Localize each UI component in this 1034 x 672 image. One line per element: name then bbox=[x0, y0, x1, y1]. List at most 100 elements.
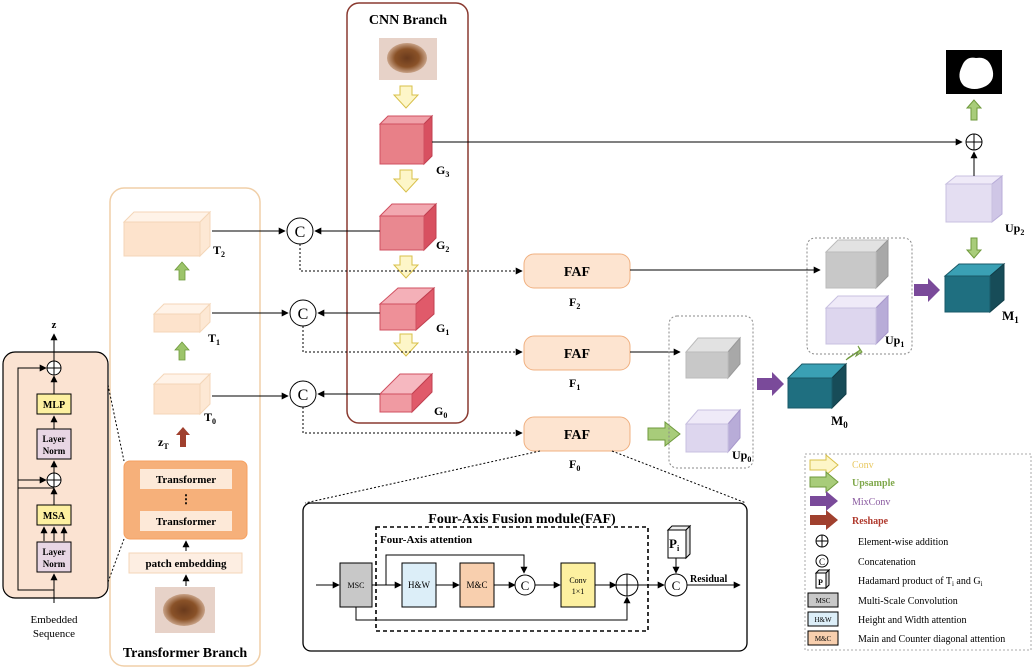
conv-arrow-icon bbox=[392, 255, 420, 279]
patch-embedding-label: patch embedding bbox=[146, 558, 227, 570]
legend-conv-icon bbox=[809, 453, 839, 477]
conv-label-1: Conv bbox=[569, 576, 586, 585]
svg-text:MSC: MSC bbox=[816, 597, 831, 605]
transformer-branch-frame bbox=[109, 187, 261, 667]
label-m0: M0 bbox=[831, 413, 848, 430]
four-axis-attention-box bbox=[375, 526, 649, 632]
legend-conv-label: Conv bbox=[852, 460, 874, 471]
pi-cube bbox=[666, 524, 692, 560]
transformer-branch-title: Transformer Branch bbox=[123, 646, 248, 661]
mixconv-arrow-icon bbox=[757, 372, 784, 396]
svg-text:C: C bbox=[819, 557, 825, 567]
cube-g2 bbox=[378, 202, 438, 252]
layer-norm-2b: Norm bbox=[43, 559, 66, 569]
upsample-arrow-icon bbox=[174, 341, 190, 361]
cube-g1 bbox=[378, 286, 436, 332]
four-axis-attention-label: Four-Axis attention bbox=[380, 534, 472, 546]
embedded-label-2: Sequence bbox=[33, 628, 75, 640]
legend-mc-label: Main and Counter diagonal attention bbox=[858, 634, 1005, 645]
legend-reshape-icon bbox=[810, 510, 838, 530]
cube-g0 bbox=[378, 372, 434, 414]
upsample-arrow-icon bbox=[965, 237, 983, 259]
mc-label: M&C bbox=[466, 580, 487, 590]
layer-norm-2a: Layer bbox=[43, 547, 66, 557]
cube-g3 bbox=[378, 114, 434, 166]
concat-node-2: C bbox=[286, 217, 314, 245]
upsample-arrow-icon bbox=[647, 420, 681, 448]
embedded-label-1: Embedded bbox=[30, 614, 78, 626]
legend-msc-label: Multi-Scale Convolution bbox=[858, 596, 958, 607]
svg-text:C: C bbox=[298, 306, 309, 323]
hw-label: H&W bbox=[408, 580, 431, 590]
label-t2: T2 bbox=[213, 243, 225, 259]
faf-block-1 bbox=[523, 335, 631, 371]
label-m1: M1 bbox=[1002, 308, 1019, 325]
layer-norm-block-2 bbox=[36, 541, 72, 573]
z-label: z bbox=[52, 319, 57, 331]
legend-concat-icon bbox=[815, 554, 829, 568]
faf-block-2 bbox=[523, 253, 631, 289]
label-t1: T1 bbox=[208, 331, 220, 347]
cnn-branch-frame bbox=[346, 2, 469, 424]
label-up0: Up0 bbox=[732, 448, 751, 464]
legend-hw-tag bbox=[807, 611, 839, 627]
faf-concat-node: C bbox=[514, 574, 536, 596]
faf-label-1: FAF bbox=[564, 347, 590, 362]
label-g0: G0 bbox=[434, 404, 447, 420]
cube-t2 bbox=[122, 210, 212, 258]
conv-arrow-icon bbox=[392, 85, 420, 109]
legend-msc-tag bbox=[807, 592, 839, 608]
svg-text:C: C bbox=[298, 387, 309, 404]
msc-label: MSC bbox=[348, 581, 365, 590]
label-zt: zT bbox=[158, 435, 169, 451]
cube-lavender-up2 bbox=[944, 174, 1004, 224]
mixconv-arrow-icon bbox=[914, 278, 940, 302]
transformer-block-top-label: Transformer bbox=[156, 474, 216, 486]
msa-label: MSA bbox=[43, 511, 66, 522]
cnn-branch-title: CNN Branch bbox=[369, 13, 447, 28]
label-up2: Up2 bbox=[1005, 221, 1024, 237]
legend-reshape-label: Reshape bbox=[852, 516, 889, 527]
cube-m0 bbox=[786, 362, 848, 410]
label-g1: G1 bbox=[436, 321, 449, 337]
transformer-block-bottom-label: Transformer bbox=[156, 516, 216, 528]
conv-arrow-icon bbox=[392, 333, 420, 357]
layer-norm-1a: Layer bbox=[43, 434, 66, 444]
up1-group bbox=[806, 237, 913, 355]
legend-pi-glyph: P bbox=[818, 578, 823, 587]
hw-block bbox=[401, 562, 437, 608]
label-up1: Up1 bbox=[885, 333, 904, 349]
svg-text:C: C bbox=[521, 578, 530, 593]
lesion-image bbox=[163, 594, 205, 626]
transformer-dots: ⋮ bbox=[180, 492, 192, 506]
faf-label-0: FAF bbox=[564, 428, 590, 443]
legend-mc-tag bbox=[807, 630, 839, 646]
cube-lavender-up1 bbox=[824, 294, 890, 346]
mc-block bbox=[459, 562, 495, 608]
conv-1x1-block bbox=[560, 562, 596, 608]
legend-panel bbox=[804, 453, 1032, 651]
concat-node-1: C bbox=[289, 299, 317, 327]
legend-pi-icon bbox=[814, 568, 831, 590]
cube-m1 bbox=[943, 262, 1006, 314]
conv-arrow-icon bbox=[392, 169, 420, 193]
upsample-arrow-icon bbox=[174, 261, 190, 281]
concat-node-0: C bbox=[289, 380, 317, 408]
svg-text:C: C bbox=[672, 578, 681, 593]
upsample-arrow-icon bbox=[965, 99, 983, 121]
upsample-arrow-icon bbox=[845, 345, 863, 361]
transformer-block-top bbox=[140, 469, 232, 489]
label-f1: F1 bbox=[569, 376, 580, 392]
label-f2: F2 bbox=[569, 295, 580, 311]
up0-group bbox=[668, 315, 754, 469]
legend-upsample-label: Upsample bbox=[852, 478, 895, 489]
faf-block-0 bbox=[523, 416, 631, 452]
layer-norm-1b: Norm bbox=[43, 446, 66, 456]
transformer-block-bottom bbox=[140, 511, 232, 531]
mlp-label: MLP bbox=[43, 400, 65, 411]
label-g3: G3 bbox=[436, 163, 449, 179]
label-f0: F0 bbox=[569, 457, 580, 473]
cube-gray-up0 bbox=[684, 336, 742, 380]
pi-label: Pi bbox=[669, 536, 680, 553]
